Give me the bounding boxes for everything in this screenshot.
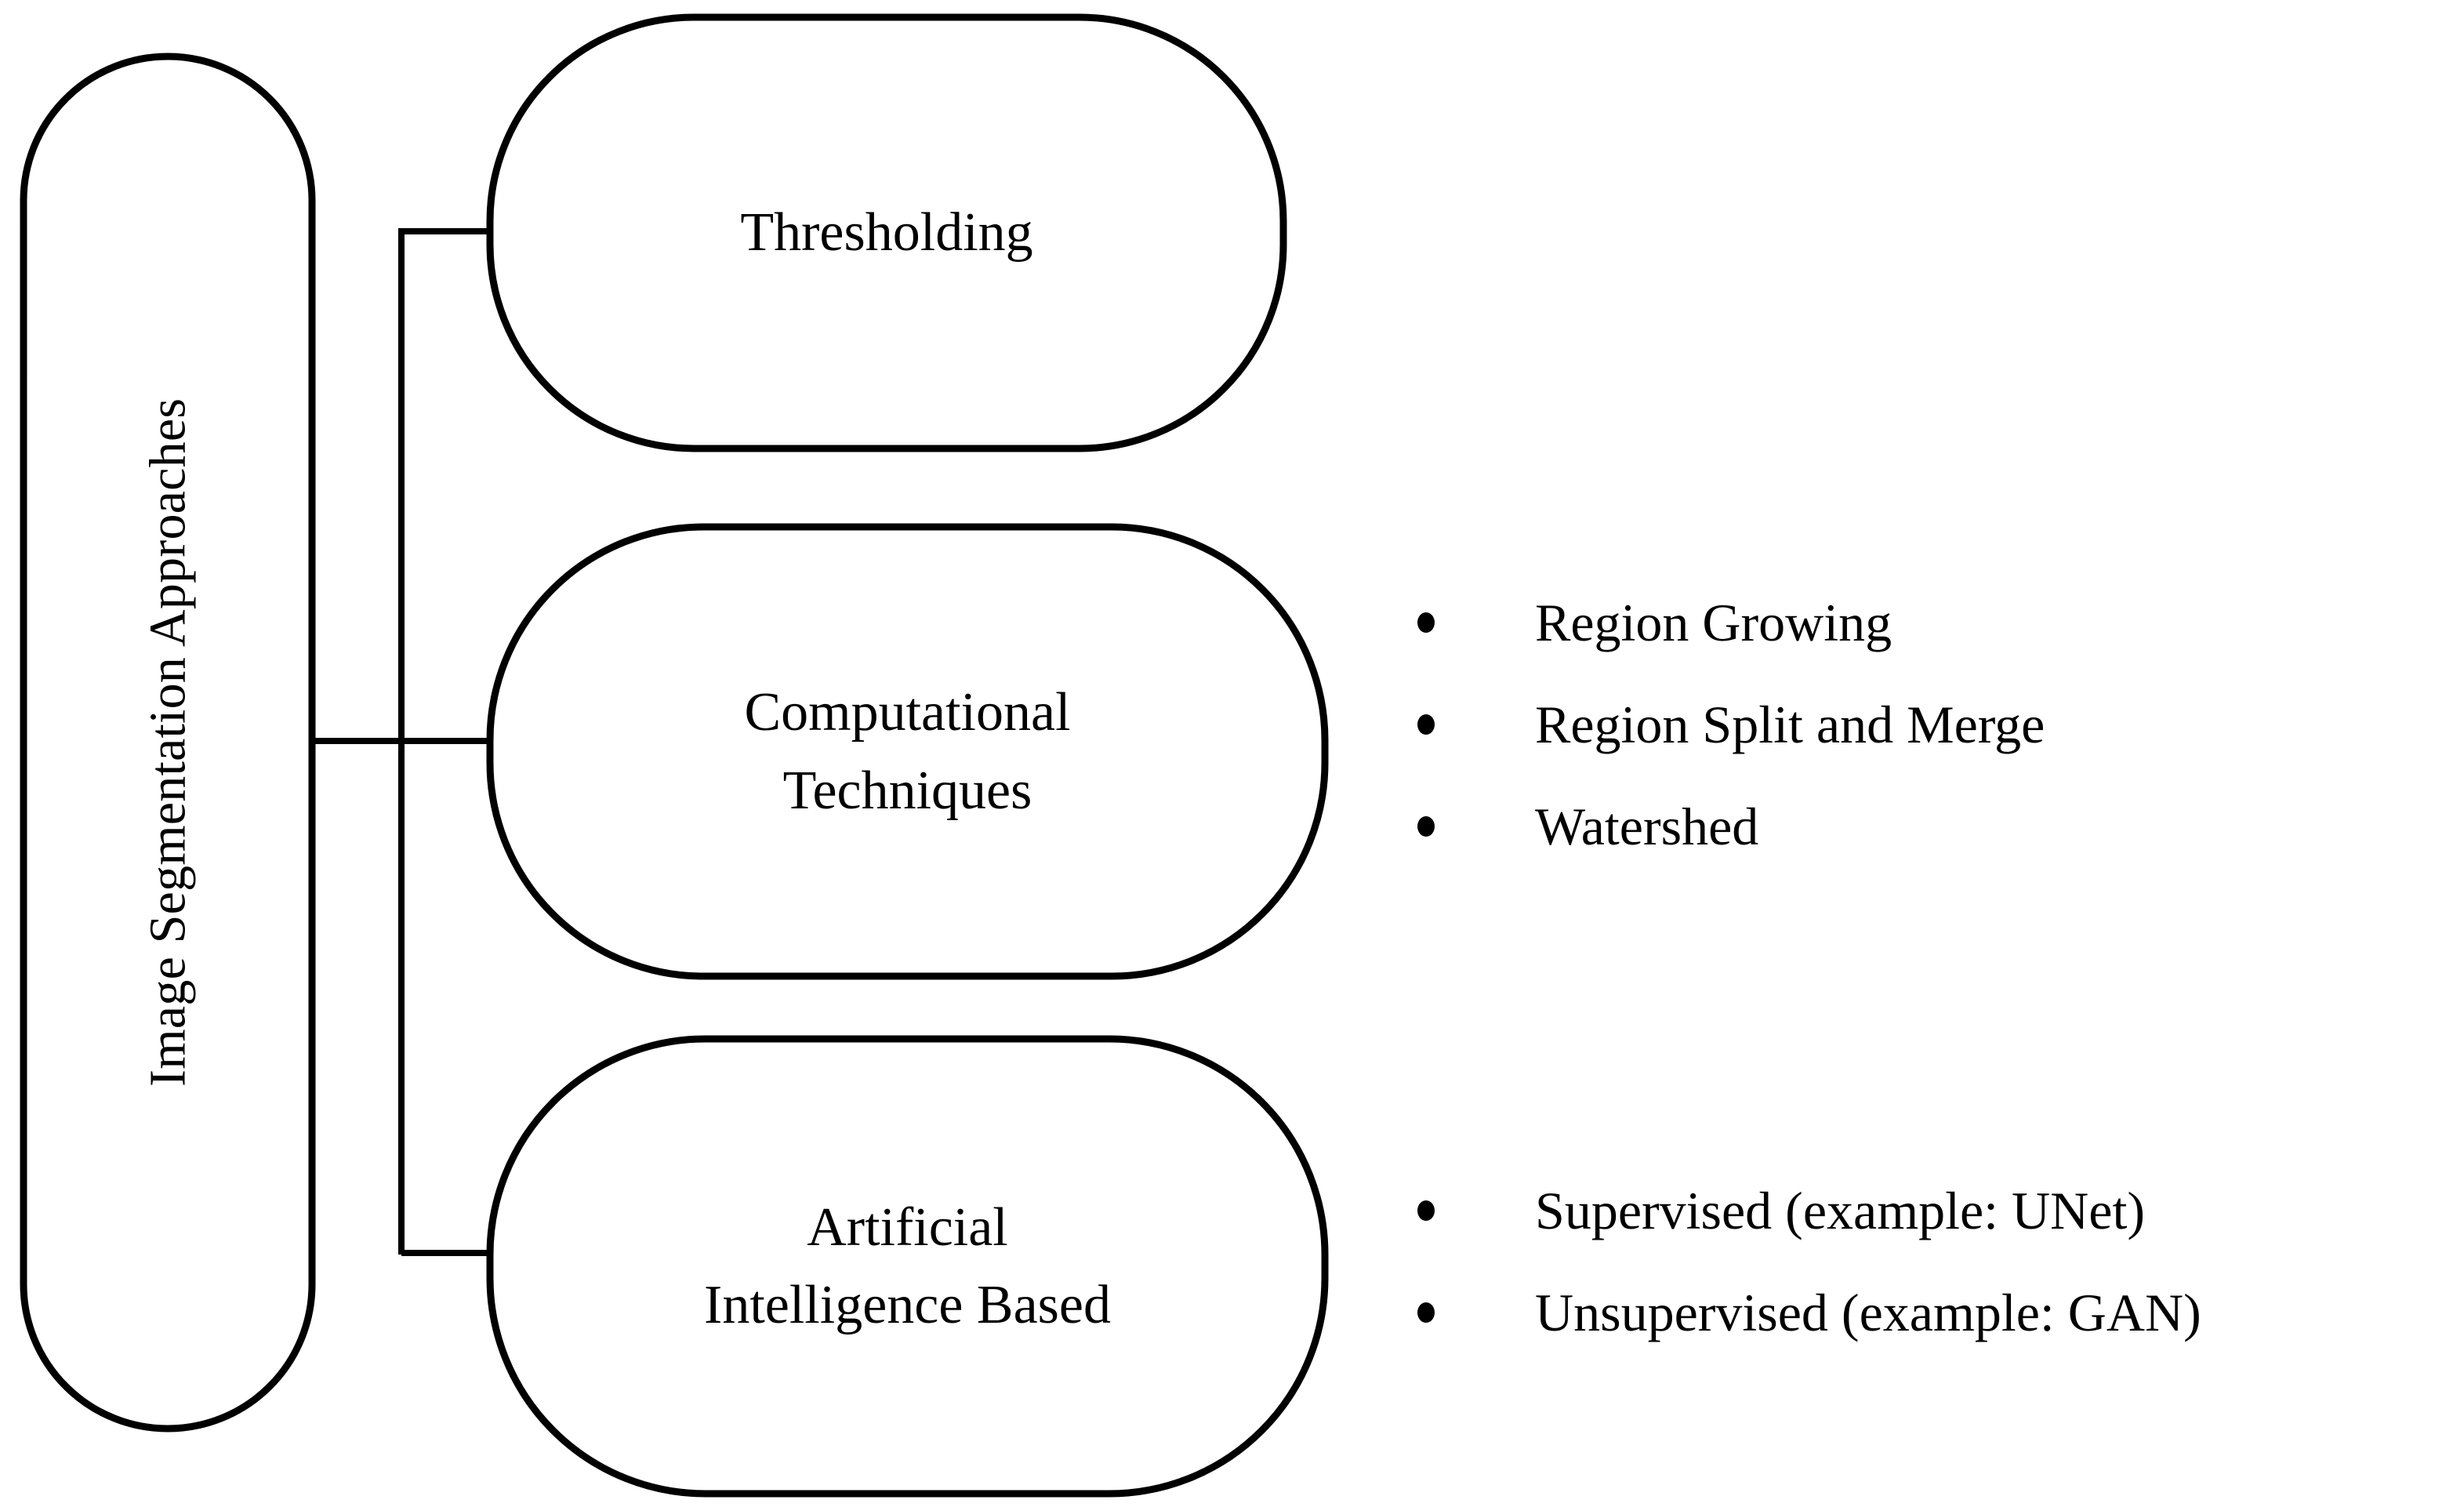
- list-item: Supervised (example: UNet): [1403, 1184, 2201, 1237]
- node-shape-thresholding[interactable]: [486, 13, 1287, 452]
- root-node-shape[interactable]: [20, 53, 316, 1433]
- node-shape-ai[interactable]: [486, 1035, 1329, 1498]
- node-shape-computational[interactable]: [486, 523, 1329, 980]
- bullet-point-icon: [1417, 612, 1435, 633]
- list-item-label: Region Split and Merge: [1535, 695, 2045, 754]
- list-item: Region Split and Merge: [1403, 698, 2045, 751]
- bullet-point-icon: [1417, 1302, 1435, 1323]
- bullet-list-computational: Region Growing Region Split and Merge Wa…: [1403, 596, 2045, 902]
- list-item-label: Watershed: [1535, 797, 1759, 856]
- list-item-label: Supervised (example: UNet): [1535, 1181, 2145, 1240]
- bullet-point-icon: [1417, 714, 1435, 735]
- list-item: Watershed: [1403, 800, 2045, 853]
- list-item: Region Growing: [1403, 596, 2045, 649]
- bullet-point-icon: [1417, 816, 1435, 837]
- bullet-point-icon: [1417, 1200, 1435, 1221]
- list-item-label: Region Growing: [1535, 593, 1892, 652]
- bullet-list-ai: Supervised (example: UNet) Unsupervised …: [1403, 1184, 2201, 1388]
- list-item-label: Unsupervised (example: GAN): [1535, 1283, 2201, 1342]
- list-item: Unsupervised (example: GAN): [1403, 1286, 2201, 1339]
